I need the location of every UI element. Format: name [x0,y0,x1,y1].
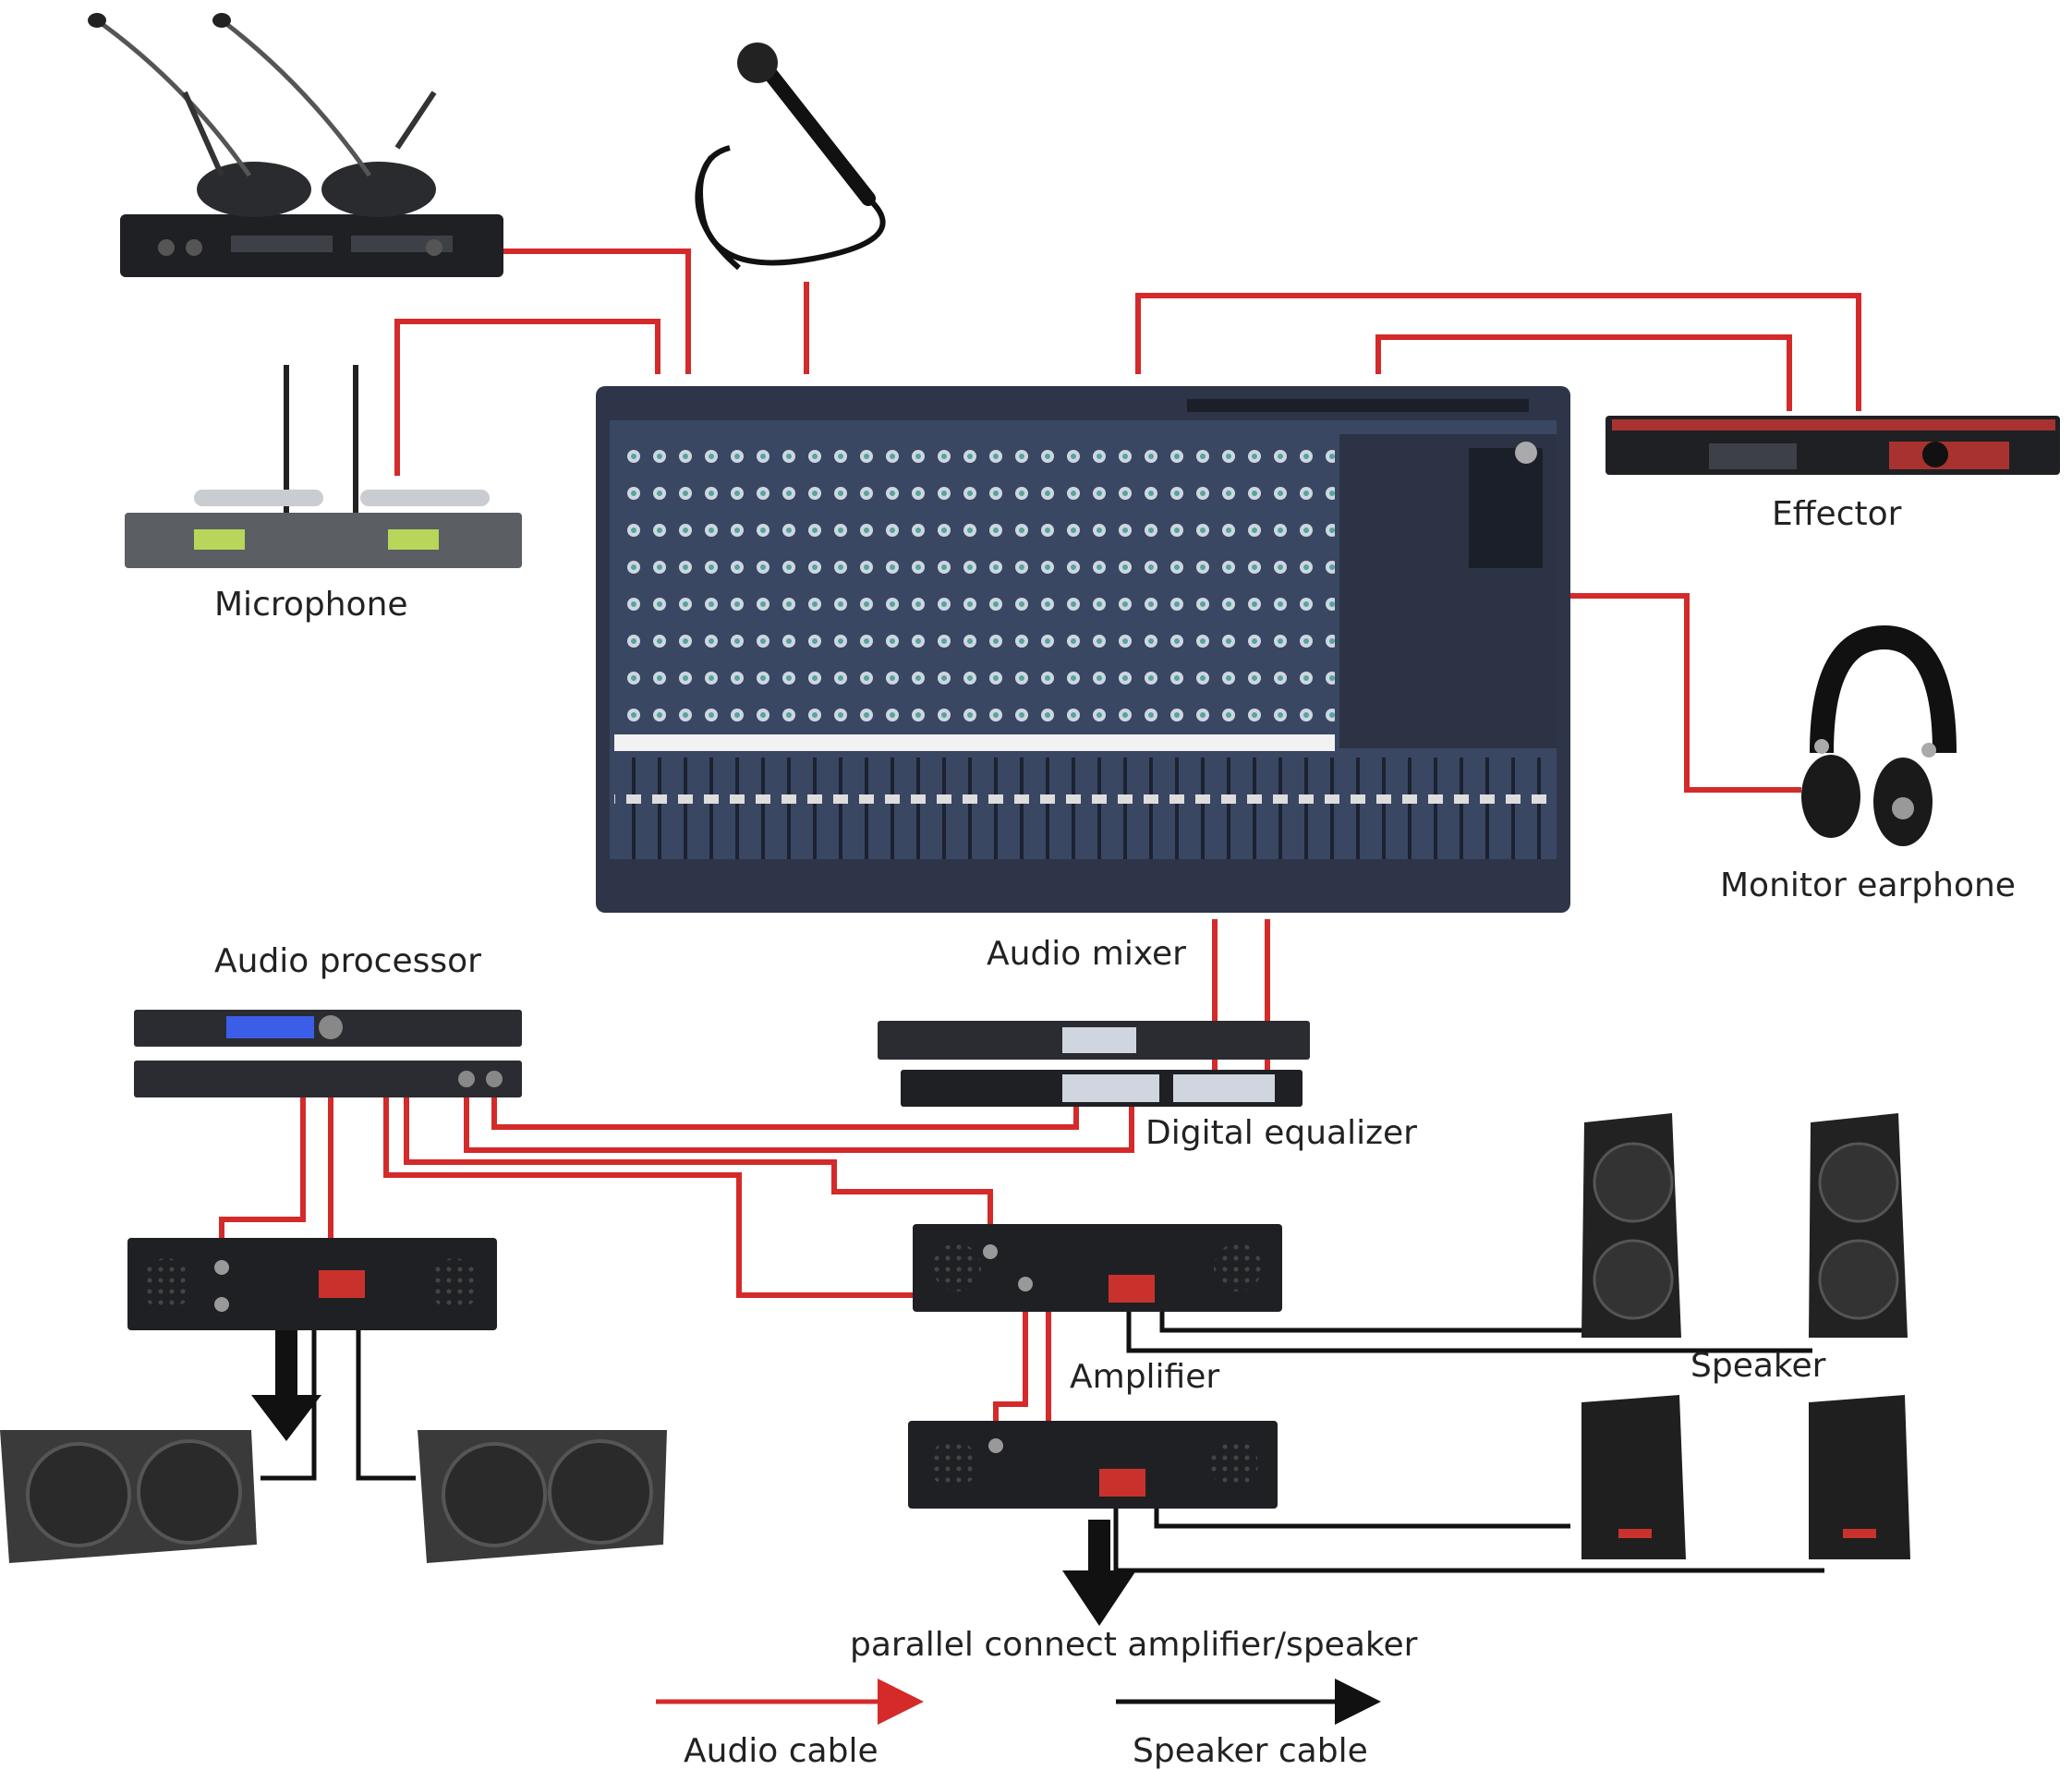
audio-cables [219,249,1861,1495]
speaker-small-2 [1809,1395,1910,1559]
label-audio-mixer: Audio mixer [987,935,1186,973]
cable-processor-to-amp2-b [383,1095,998,1298]
cable-mixer-to-effector-2 [1375,334,1792,411]
label-effector: Effector [1772,495,1902,533]
cable-wireless-mic-to-mixer [394,319,660,476]
cable-mixer-to-effector-1 [1135,293,1861,411]
conference-mic-receiver [88,13,503,277]
cable-mixer-to-headphone [1524,593,1801,793]
label-amplifier: Amplifier [1070,1358,1220,1396]
cable-amp2-to-speaker-tall-2 [1126,1310,1812,1353]
label-digital-equalizer: Digital equalizer [1145,1114,1417,1152]
label-microphone: Microphone [214,586,408,624]
arrow-down-amp3 [1062,1520,1136,1626]
legend-speaker-cable-label: Speaker cable [1133,1732,1368,1770]
speaker-tall-1 [1581,1113,1681,1338]
effector [1605,416,2060,475]
subwoofer-left [0,1430,257,1563]
audio-mixer [596,386,1570,913]
digital-equalizer [878,1021,1310,1107]
cable-conference-mic-to-mixer [503,249,691,374]
cable-amp2-to-speaker-tall-1 [1159,1310,1584,1333]
speaker-tall-2 [1809,1113,1908,1338]
cable-processor-to-amp2-a [404,1095,993,1243]
label-monitor-earphone: Monitor earphone [1720,867,2016,904]
handheld-microphone [695,42,886,271]
label-speaker: Speaker [1690,1347,1826,1385]
monitor-headphone [1801,624,1957,846]
cable-eq-to-processor-2 [464,1085,1134,1153]
down-arrows [251,1330,1136,1626]
amplifier-2 [913,1224,1282,1312]
audio-processor [134,1010,522,1097]
cable-amp1-to-sub-right [356,1330,416,1481]
cable-amp1-to-sub-left [261,1330,317,1481]
cable-eq-to-processor-1 [491,1085,1079,1130]
amplifier-3 [908,1421,1278,1509]
legend-audio-cable-label: Audio cable [684,1732,878,1770]
cable-amp3-to-speaker-small-2 [1113,1504,1824,1573]
amplifier-1 [127,1238,497,1330]
gooseneck-base-right [321,162,436,217]
gooseneck-base-left [197,162,311,217]
label-parallel-connect: parallel connect amplifier/speaker [850,1626,1418,1664]
wireless-mic-receiver [125,365,522,568]
speaker-small-1 [1581,1395,1686,1559]
subwoofer-right [418,1430,667,1563]
cable-amp3-to-speaker-small-1 [1154,1504,1570,1529]
arrow-down-amp1 [251,1330,321,1441]
label-audio-processor: Audio processor [214,942,481,980]
